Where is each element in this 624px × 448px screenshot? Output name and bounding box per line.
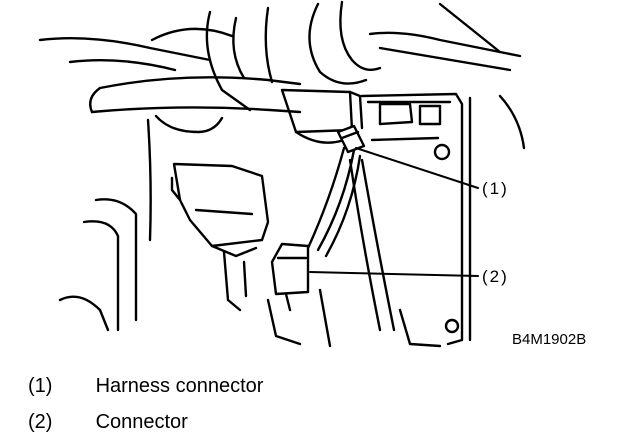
upper-hose [38,27,302,114]
callout-label-1: (1) [482,179,509,198]
lower-structure [266,288,442,348]
lower-tubing [58,198,248,332]
leader-line-1 [355,147,479,189]
legend-item: (2) Connector [28,410,188,434]
cylinder-component [205,0,526,150]
connector-part [270,242,310,312]
legend-number: (1) [28,375,53,397]
leader-line-2 [309,271,479,277]
harness-connector-part [336,124,366,154]
figure-code: B4M1902B [512,331,586,348]
legend-text: Connector [95,411,188,433]
callout-label-2: (2) [482,267,509,286]
legend-text: Harness connector [95,375,264,397]
side-panel [360,92,472,346]
reservoir-tank [146,114,270,258]
legend-number: (2) [28,411,53,433]
legend-item: (1) Harness connector [28,374,263,398]
wiring-harness [306,146,396,332]
